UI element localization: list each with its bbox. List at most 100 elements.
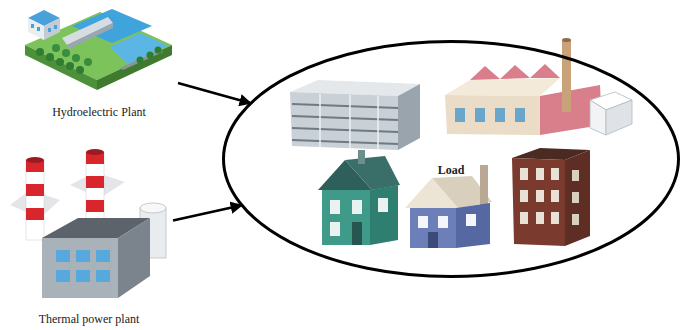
hydro-plant-illustration-part xyxy=(37,27,40,31)
brick-building-illustration-part xyxy=(512,158,565,246)
office-building-illustration-part xyxy=(290,92,398,150)
hydro-plant-illustration xyxy=(25,9,172,90)
brick-building-illustration-part xyxy=(551,212,559,224)
hydro-plant-illustration-part xyxy=(25,45,97,90)
green-house-illustration-part xyxy=(358,150,365,164)
hydro-plant-illustration-part xyxy=(62,49,70,57)
ellipse-outline xyxy=(222,40,680,278)
hydro-plant-illustration-part xyxy=(46,53,54,61)
office-building-illustration-part xyxy=(292,140,398,144)
green-house-illustration-part xyxy=(352,222,362,245)
thermal-plant-illustration-part xyxy=(26,160,44,240)
factory-illustration xyxy=(445,38,632,135)
blue-house-illustration-part xyxy=(428,232,438,248)
thermal-plant-illustration-part xyxy=(86,200,104,212)
office-building-illustration xyxy=(290,80,420,150)
green-house-illustration-part xyxy=(345,156,400,190)
brick-building-illustration-part xyxy=(536,168,544,180)
hydro-plant-illustration-part xyxy=(137,57,144,64)
thermal-plant-illustration-part xyxy=(140,203,166,213)
load-label: Load xyxy=(438,163,465,178)
green-house-illustration-part xyxy=(370,185,398,245)
office-building-illustration-part xyxy=(377,96,379,149)
thermal-plant-illustration-part xyxy=(42,238,118,298)
plant-box: Hydroelectric Plant xyxy=(20,0,178,122)
hydro-plant-illustration-part xyxy=(36,48,44,56)
brick-building-illustration-part xyxy=(551,168,559,180)
hydro-plant-illustration-part xyxy=(44,18,60,40)
hydro-plant-illustration-part xyxy=(66,62,74,70)
office-building-illustration-part xyxy=(349,95,351,148)
thermal-plant-illustration-part xyxy=(26,184,44,196)
brick-building-illustration-part xyxy=(536,212,544,224)
blue-house-illustration-part xyxy=(480,165,488,205)
office-building-illustration-part xyxy=(292,116,398,120)
brick-building-illustration-part xyxy=(520,212,528,224)
thermal-plant-illustration-part xyxy=(26,208,44,220)
brick-building-illustration-part xyxy=(565,150,590,246)
hydro-plant-illustration-part xyxy=(48,28,51,32)
green-house-illustration-part xyxy=(352,200,362,214)
hydro-plant-illustration-part xyxy=(54,25,57,29)
hydro-plant-illustration-part xyxy=(52,44,60,52)
thermal-plant-illustration-part xyxy=(56,250,70,262)
thermal-plant-illustration-part xyxy=(96,250,110,262)
brick-building-illustration-part xyxy=(551,190,559,202)
factory-illustration-part xyxy=(530,64,560,78)
blue-house-illustration-part xyxy=(418,216,428,228)
thermal-plant-illustration-part xyxy=(118,218,150,298)
thermal-plant-illustration xyxy=(10,149,166,298)
factory-illustration-part xyxy=(500,65,530,79)
blue-house-illustration-part xyxy=(466,214,476,226)
load-ellipse: Load xyxy=(222,40,680,278)
blue-house-illustration-part xyxy=(410,208,456,248)
green-house-illustration-part xyxy=(330,222,340,236)
thermal-plant-illustration-part xyxy=(86,149,104,155)
factory-illustration-part xyxy=(562,40,571,112)
thermal-plant-illustration-part xyxy=(86,152,104,222)
hydro-plant-illustration-part xyxy=(72,54,80,62)
factory-illustration-part xyxy=(562,38,571,42)
brick-building-illustration-part xyxy=(572,214,579,225)
office-building-illustration-part xyxy=(319,94,321,147)
supply-arrow xyxy=(178,83,251,103)
brick-building-illustration-part xyxy=(572,170,579,181)
hydro-plant-illustration-part xyxy=(147,52,154,59)
brick-building-illustration-part xyxy=(536,190,544,202)
factory-illustration-part xyxy=(445,78,560,96)
brick-building-illustration-part xyxy=(520,190,528,202)
thermal-plant-illustration-part xyxy=(86,176,104,188)
hydro-plant-illustration-part xyxy=(31,24,34,28)
thermal-plant-illustration-part xyxy=(76,270,90,282)
factory-illustration-part xyxy=(606,100,632,135)
supply-arrow xyxy=(173,205,242,220)
brick-building-illustration-part xyxy=(572,192,579,203)
thermal-plant-illustration-part xyxy=(56,270,70,282)
green-house-illustration-part xyxy=(330,200,340,214)
factory-illustration-part xyxy=(455,108,465,122)
office-building-illustration-part xyxy=(292,104,398,108)
hydro-plant-illustration-part xyxy=(56,58,64,66)
thermal-plant-illustration-part xyxy=(76,250,90,262)
hydro-plant-illustration-part xyxy=(28,18,44,40)
green-house-illustration-part xyxy=(378,198,388,212)
factory-illustration-part xyxy=(445,95,540,135)
plant-label: Hydroelectric Plant xyxy=(52,105,146,120)
green-house-illustration xyxy=(318,150,400,245)
hydro-plant-illustration-part xyxy=(67,23,113,50)
ellipse-outline-shape xyxy=(224,42,679,277)
blue-house-illustration xyxy=(405,165,492,248)
brick-building-illustration xyxy=(512,148,590,246)
office-building-illustration-part xyxy=(398,84,420,150)
thermal-plant-illustration-part xyxy=(26,157,44,163)
green-house-illustration-part xyxy=(322,190,370,245)
plant-label: Thermal power plant xyxy=(39,312,140,327)
brick-building-illustration-part xyxy=(520,168,528,180)
office-building-illustration-part xyxy=(292,128,398,132)
hydro-plant-illustration-part xyxy=(76,66,84,74)
hydro-plant-illustration-part xyxy=(110,33,168,64)
factory-illustration-part xyxy=(515,108,525,122)
blue-house-illustration-part xyxy=(456,203,490,248)
